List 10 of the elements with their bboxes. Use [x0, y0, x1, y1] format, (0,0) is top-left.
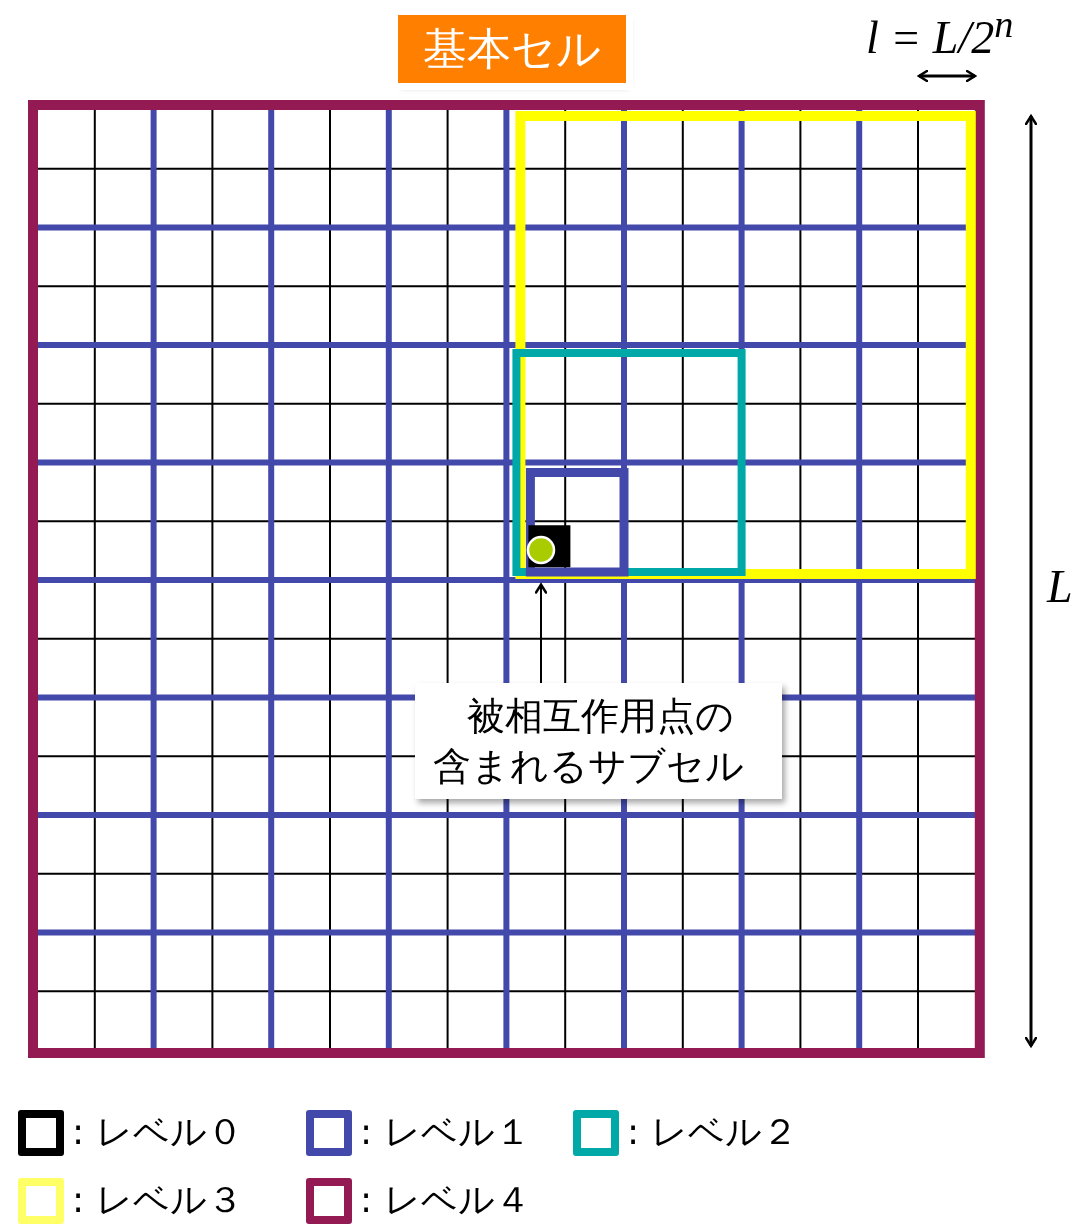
arrow [534, 583, 548, 684]
dimension-label: L [1047, 560, 1073, 613]
legend-label: : レベル３ [72, 1178, 243, 1222]
dimension-label: l = L/2$^{n}$ [866, 2, 1014, 65]
legend-label: : レベル４ [360, 1178, 531, 1222]
legend-label: : レベル０ [72, 1110, 243, 1154]
legend-label: : レベル２ [627, 1110, 798, 1154]
interaction-point [526, 535, 556, 565]
legend-label: : レベル１ [360, 1110, 531, 1154]
callout-box: 被相互作用点の含まれるサブセル [415, 683, 782, 799]
